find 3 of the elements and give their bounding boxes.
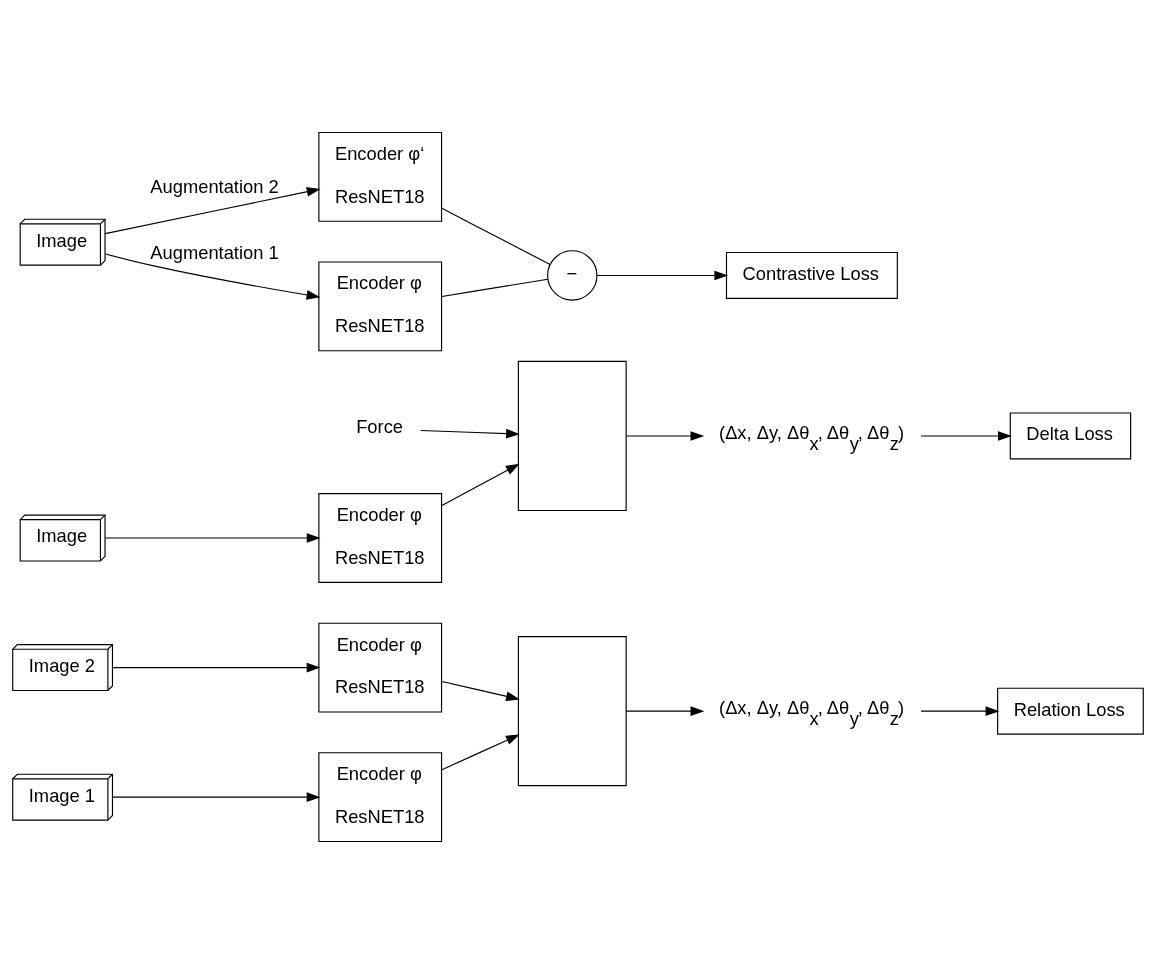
edge-label: Augmentation 1 bbox=[150, 242, 279, 264]
node-text: Force bbox=[356, 416, 403, 438]
edge-label: Augmentation 2 bbox=[150, 175, 279, 197]
